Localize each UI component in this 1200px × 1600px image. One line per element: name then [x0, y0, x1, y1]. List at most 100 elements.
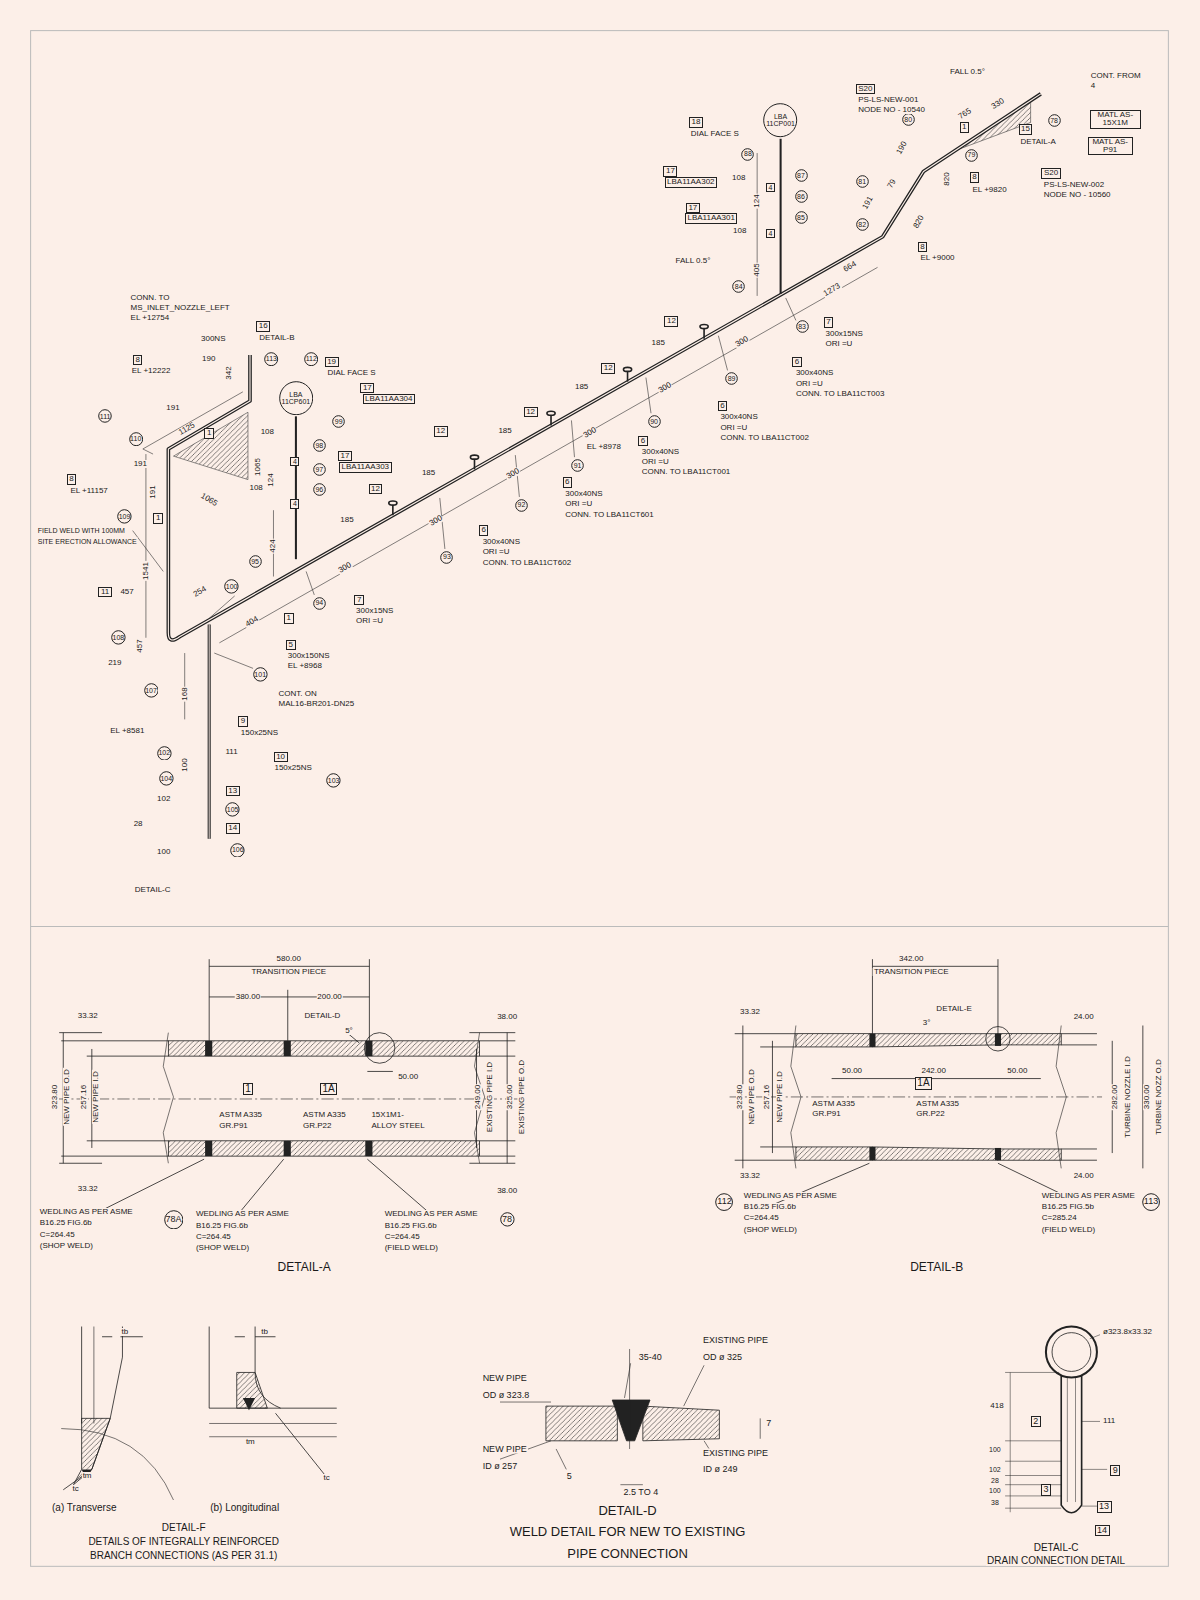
drawing-label: 300x40NS: [795, 369, 834, 377]
callout-circle: 106: [230, 843, 245, 858]
circle-shape: [733, 281, 745, 293]
callout-number: 9: [1113, 1465, 1118, 1475]
drawing-path: [209, 1423, 337, 1436]
drawing-path: [209, 959, 369, 1041]
callout-number: 1: [156, 513, 160, 522]
node-text: 92: [518, 501, 526, 508]
weld-number: 84: [735, 283, 743, 290]
node-text: 12: [526, 408, 535, 416]
drawing-path: [367, 1071, 393, 1072]
callout-circle: 80: [902, 113, 915, 126]
drawing-label: ASTM A335: [915, 1100, 960, 1108]
drawing-label: CONN. TO LBA11CT601: [564, 511, 654, 519]
drawing-label: FIELD WELD WITH 100MM: [37, 526, 126, 533]
callout-box: 4: [766, 229, 775, 238]
drawing-label: 300: [336, 561, 353, 576]
drawing-label: B16.25 FIG.5b: [1041, 1203, 1095, 1211]
callout-circle: 83: [796, 320, 809, 333]
callout-number: 14: [1097, 1525, 1107, 1535]
drawing-label: 300NS: [200, 335, 226, 343]
drawing-label: 254: [191, 585, 208, 600]
drawing-label: ORI =U: [482, 548, 511, 556]
weld-number: 98: [315, 442, 323, 449]
callout-circle: 112: [715, 1193, 733, 1211]
drawing-label: GR.P91: [811, 1110, 841, 1118]
circle-shape: [279, 381, 312, 414]
drawing-label: (SHOP WELD): [39, 1242, 94, 1250]
weld-number: 112: [717, 1196, 731, 1206]
circle-shape: [314, 464, 326, 476]
node-text: 17: [666, 167, 675, 175]
drawing-label: 50.00: [397, 1073, 419, 1081]
circle-shape: [764, 104, 797, 137]
drawing-label: EXISTING PIPE: [702, 1335, 769, 1344]
drawing-label: ORI =U: [355, 617, 384, 625]
callout-number: 9: [241, 716, 245, 725]
drawing-label: 300: [427, 514, 444, 529]
drawing-label: 15X1M1-: [370, 1111, 404, 1119]
callout-number: 8: [972, 172, 976, 181]
drawing-label: WEDLING AS PER ASME: [1041, 1192, 1136, 1200]
drawing-path: [760, 1163, 1061, 1210]
drawing-rect: [205, 1141, 212, 1156]
drawing-g: [500, 1349, 760, 1485]
node-text: MATL AS-P91: [1090, 138, 1130, 155]
weld-number: 93: [443, 553, 451, 560]
drawing-label: EL +9820: [971, 186, 1007, 194]
drawing-label: ASTM A335: [218, 1111, 263, 1119]
drawing-rect: [998, 1149, 1061, 1160]
callout-box: 6: [563, 477, 572, 487]
callout-number: 12: [371, 484, 380, 493]
drawing-label: 1541: [142, 562, 150, 582]
drawing-ellipse: [623, 367, 631, 371]
node-text: 86: [797, 193, 805, 200]
drawing-label: 1065: [254, 457, 262, 477]
drawing-path: [786, 298, 796, 320]
drawing-label: 325.00: [506, 1084, 514, 1110]
drawing-label: 300x40NS: [564, 490, 603, 498]
callout-box: 11: [98, 587, 111, 597]
callout-box: 6: [792, 357, 801, 367]
drawing-path: [168, 94, 1040, 640]
node-text: 4: [768, 184, 772, 191]
circle-shape: [795, 191, 807, 203]
callout-box: 3: [1041, 1484, 1051, 1495]
drawing-label: (FIELD WELD): [1041, 1226, 1096, 1234]
drawing-label: 102: [156, 795, 171, 803]
callout-box: 17: [360, 383, 374, 393]
callout-number: 4: [293, 500, 297, 507]
callout-circle: 78A: [164, 1210, 184, 1230]
node-text: LBA11AA303: [342, 463, 389, 471]
drawing-rect: [995, 1034, 1001, 1046]
drawing-label: 111: [224, 748, 238, 756]
drawing-label: 300x40NS: [641, 448, 680, 456]
drawing-ellipse: [470, 455, 478, 459]
drawing-label: 342.00: [898, 955, 924, 963]
weld-number: 78: [502, 1214, 512, 1224]
weld-number: 91: [574, 462, 582, 469]
weld-number: 86: [797, 193, 805, 200]
circle-shape: [314, 597, 326, 609]
node-text: 14: [228, 824, 237, 832]
callout-number: 14: [228, 823, 237, 832]
callout-number: S20: [858, 84, 872, 93]
drawing-polygon: [612, 1400, 650, 1441]
drawing-label: FALL 0.5°: [949, 68, 986, 76]
drawing-label: 33.32: [739, 1008, 761, 1016]
callout-circle: 113: [264, 352, 278, 366]
drawing-rect: [31, 31, 1169, 1567]
drawing-label: EXISTING PIPE: [702, 1449, 769, 1458]
callout-box: 19: [325, 357, 339, 367]
drawing-ellipse: [389, 501, 397, 505]
drawing-label: 405: [753, 263, 761, 278]
callout-box: 6: [718, 401, 727, 411]
weld-number: 113: [1144, 1196, 1158, 1206]
circle-shape: [333, 416, 345, 428]
callout-number: 6: [481, 525, 485, 534]
node-text: 99: [335, 418, 343, 425]
drawing-g: [389, 324, 708, 515]
drawing-label: 457: [136, 638, 144, 653]
callout-number: 16: [259, 321, 268, 330]
callout-circle: 92: [515, 499, 528, 512]
